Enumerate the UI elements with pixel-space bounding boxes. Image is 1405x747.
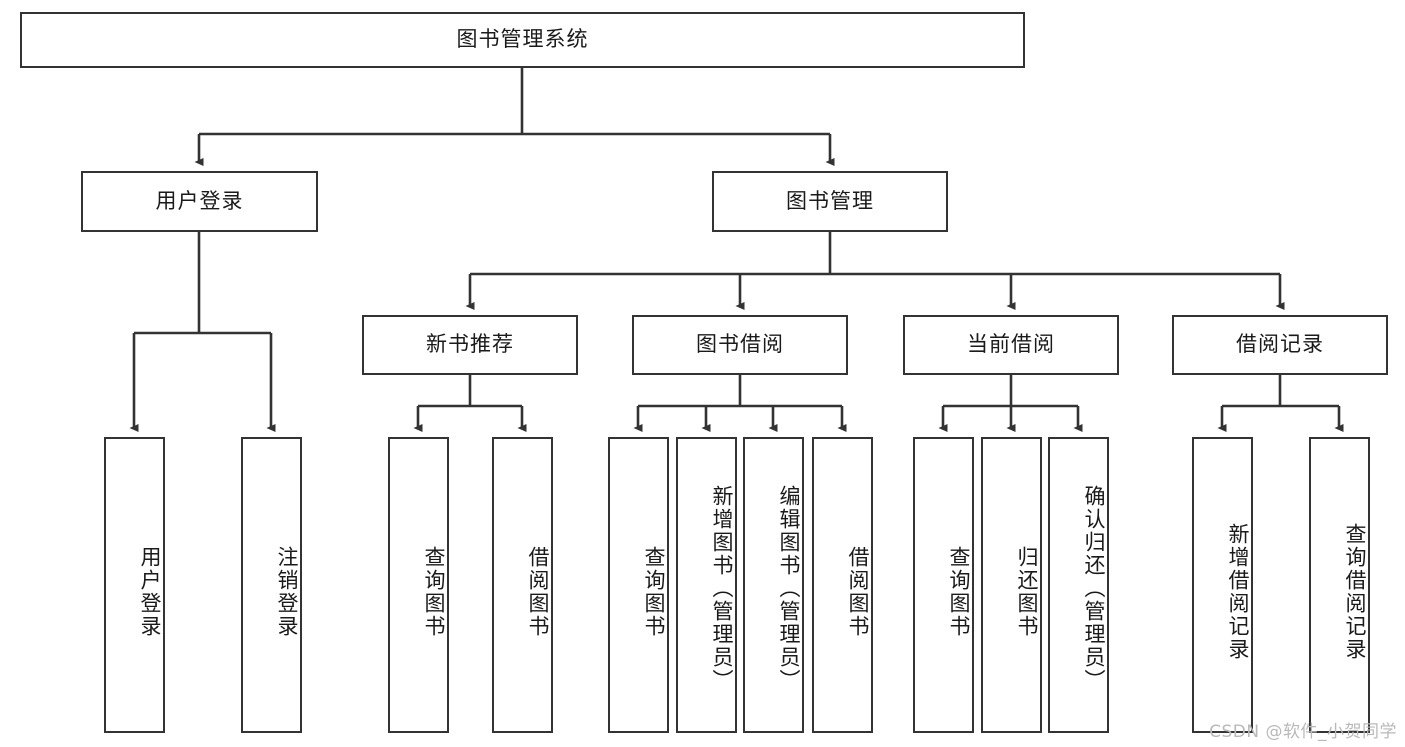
- node-label: 图书管理: [786, 188, 874, 213]
- node-borrow-record[interactable]: 借阅记录: [1172, 315, 1388, 375]
- node-book-management[interactable]: 图书管理: [712, 171, 948, 232]
- node-label: 借阅图书: [526, 546, 550, 638]
- node-label: 图书借阅: [696, 332, 784, 357]
- leaf-borrow-add-book-admin[interactable]: 新增图书（管理员）: [676, 437, 737, 733]
- node-label: 当前借阅: [967, 332, 1055, 357]
- leaf-borrow-borrow-book[interactable]: 借阅图书: [812, 437, 873, 733]
- node-label: 图书管理系统: [456, 27, 589, 52]
- node-label: 查询图书: [642, 546, 666, 638]
- leaf-user-login-login[interactable]: 用户登录: [104, 437, 165, 733]
- node-label: 新书推荐: [426, 332, 514, 357]
- node-label: 新增图书（管理员）: [710, 484, 734, 692]
- leaf-borrow-edit-book-admin[interactable]: 编辑图书（管理员）: [743, 437, 804, 733]
- node-user-login[interactable]: 用户登录: [81, 171, 318, 232]
- node-new-book-recommend[interactable]: 新书推荐: [362, 315, 578, 375]
- node-label: 借阅图书: [846, 546, 870, 638]
- node-label: 新增借阅记录: [1226, 523, 1250, 661]
- node-label: 查询借阅记录: [1343, 523, 1367, 661]
- leaf-current-return-book[interactable]: 归还图书: [981, 437, 1042, 733]
- node-label: 归还图书: [1015, 546, 1039, 638]
- leaf-record-query-record[interactable]: 查询借阅记录: [1309, 437, 1370, 733]
- node-label: 用户登录: [138, 546, 162, 638]
- node-label: 注销登录: [275, 546, 299, 638]
- leaf-current-query-book[interactable]: 查询图书: [913, 437, 974, 733]
- node-book-borrow[interactable]: 图书借阅: [632, 315, 848, 375]
- watermark-text: CSDN @软件_小贺同学: [1209, 722, 1397, 742]
- node-label: 用户登录: [155, 188, 244, 213]
- leaf-recommend-borrow-book[interactable]: 借阅图书: [492, 437, 553, 733]
- node-current-borrow[interactable]: 当前借阅: [903, 315, 1119, 375]
- node-label: 借阅记录: [1236, 332, 1324, 357]
- leaf-recommend-query-book[interactable]: 查询图书: [388, 437, 449, 733]
- leaf-borrow-query-book[interactable]: 查询图书: [608, 437, 669, 733]
- node-label: 确认归还（管理员）: [1082, 484, 1106, 692]
- leaf-record-add-record[interactable]: 新增借阅记录: [1192, 437, 1253, 733]
- leaf-current-confirm-return-admin[interactable]: 确认归还（管理员）: [1048, 437, 1109, 733]
- leaf-user-login-logout[interactable]: 注销登录: [241, 437, 302, 733]
- node-label: 编辑图书（管理员）: [777, 484, 801, 692]
- node-label: 查询图书: [422, 546, 446, 638]
- node-label: 查询图书: [947, 546, 971, 638]
- node-root-system[interactable]: 图书管理系统: [20, 12, 1025, 68]
